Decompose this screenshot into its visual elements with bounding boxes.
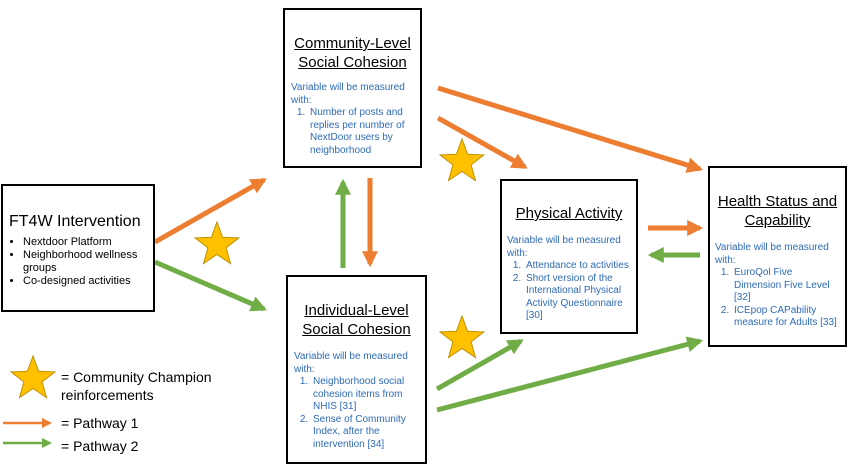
community-level-title-line: Community-Level	[294, 35, 411, 52]
arrow-intervention-to-community	[153, 177, 267, 245]
measure-item: Attendance to activities	[524, 260, 631, 273]
community-level-title-line: Social Cohesion	[298, 54, 407, 71]
health-status-title-line: Health Status and	[717, 193, 838, 210]
arrow-community-to-health	[437, 85, 704, 173]
physical-activity-box: Physical Activity Variable will be measu…	[500, 179, 638, 334]
arrow-individual-to-health	[436, 336, 704, 413]
health-status-measures: Variable will be measured with: EuroQol …	[715, 242, 840, 330]
list-item: Co-designed activities	[23, 275, 147, 288]
arrow-community-to-physical	[436, 115, 528, 170]
individual-level-box: Individual-Level Social Cohesion Variabl…	[286, 275, 427, 464]
intervention-box: FT4W Intervention Nextdoor Platform Neig…	[1, 184, 155, 312]
legend-pathway1-label: = Pathway 1	[61, 415, 139, 431]
community-level-measures: Variable will be measured with: Number o…	[291, 82, 414, 157]
health-status-title-line: Capability	[744, 212, 811, 229]
intervention-list: Nextdoor Platform Neighborhood wellness …	[9, 236, 147, 288]
legend-champion-line: reinforcements	[61, 387, 154, 403]
health-status-title: Health Status and Capability	[715, 192, 840, 230]
measure-item: Number of posts and replies per number o…	[308, 107, 414, 157]
physical-activity-title: Physical Activity	[515, 205, 623, 222]
individual-level-title-line: Individual-Level	[304, 302, 409, 319]
champion-star-icon	[193, 220, 241, 265]
health-status-box: Health Status and Capability Variable wi…	[708, 166, 847, 347]
measure-item: EuroQol Five Dimension Five Level [32]	[732, 267, 840, 305]
measure-item: Short version of the International Physi…	[524, 273, 631, 323]
list-item: Neighborhood wellness groups	[23, 249, 147, 275]
individual-level-title-line: Social Cohesion	[302, 321, 411, 338]
measure-intro: Variable will be measured with:	[291, 82, 405, 106]
measure-item: ICEpop CAPability measure for Adults [33…	[732, 305, 840, 330]
arrow-individual-to-physical	[435, 338, 524, 392]
champion-star-icon	[438, 314, 486, 359]
physical-activity-measures: Variable will be measured with: Attendan…	[507, 235, 631, 323]
legend-champion-line: = Community Champion	[61, 369, 212, 385]
legend-star-icon	[9, 354, 57, 399]
community-level-box: Community-Level Social Cohesion Variable…	[283, 8, 422, 168]
measure-intro: Variable will be measured with:	[294, 351, 408, 375]
list-item: Nextdoor Platform	[23, 236, 147, 249]
legend-champion-label: = Community Champion reinforcements	[61, 368, 212, 404]
measure-intro: Variable will be measured with:	[507, 235, 621, 259]
measure-intro: Variable will be measured with:	[715, 242, 829, 266]
individual-level-measures: Variable will be measured with: Neighbor…	[294, 351, 419, 451]
champion-star-icon	[438, 137, 486, 182]
legend-pathway2-label: = Pathway 2	[61, 438, 139, 454]
individual-level-title: Individual-Level Social Cohesion	[294, 301, 419, 339]
measure-item: Sense of Community Index, after the inte…	[311, 414, 419, 452]
community-level-title: Community-Level Social Cohesion	[291, 34, 414, 72]
arrow-intervention-to-individual	[154, 259, 267, 312]
measure-item: Neighborhood social cohesion items from …	[311, 376, 419, 414]
intervention-title: FT4W Intervention	[9, 213, 141, 230]
